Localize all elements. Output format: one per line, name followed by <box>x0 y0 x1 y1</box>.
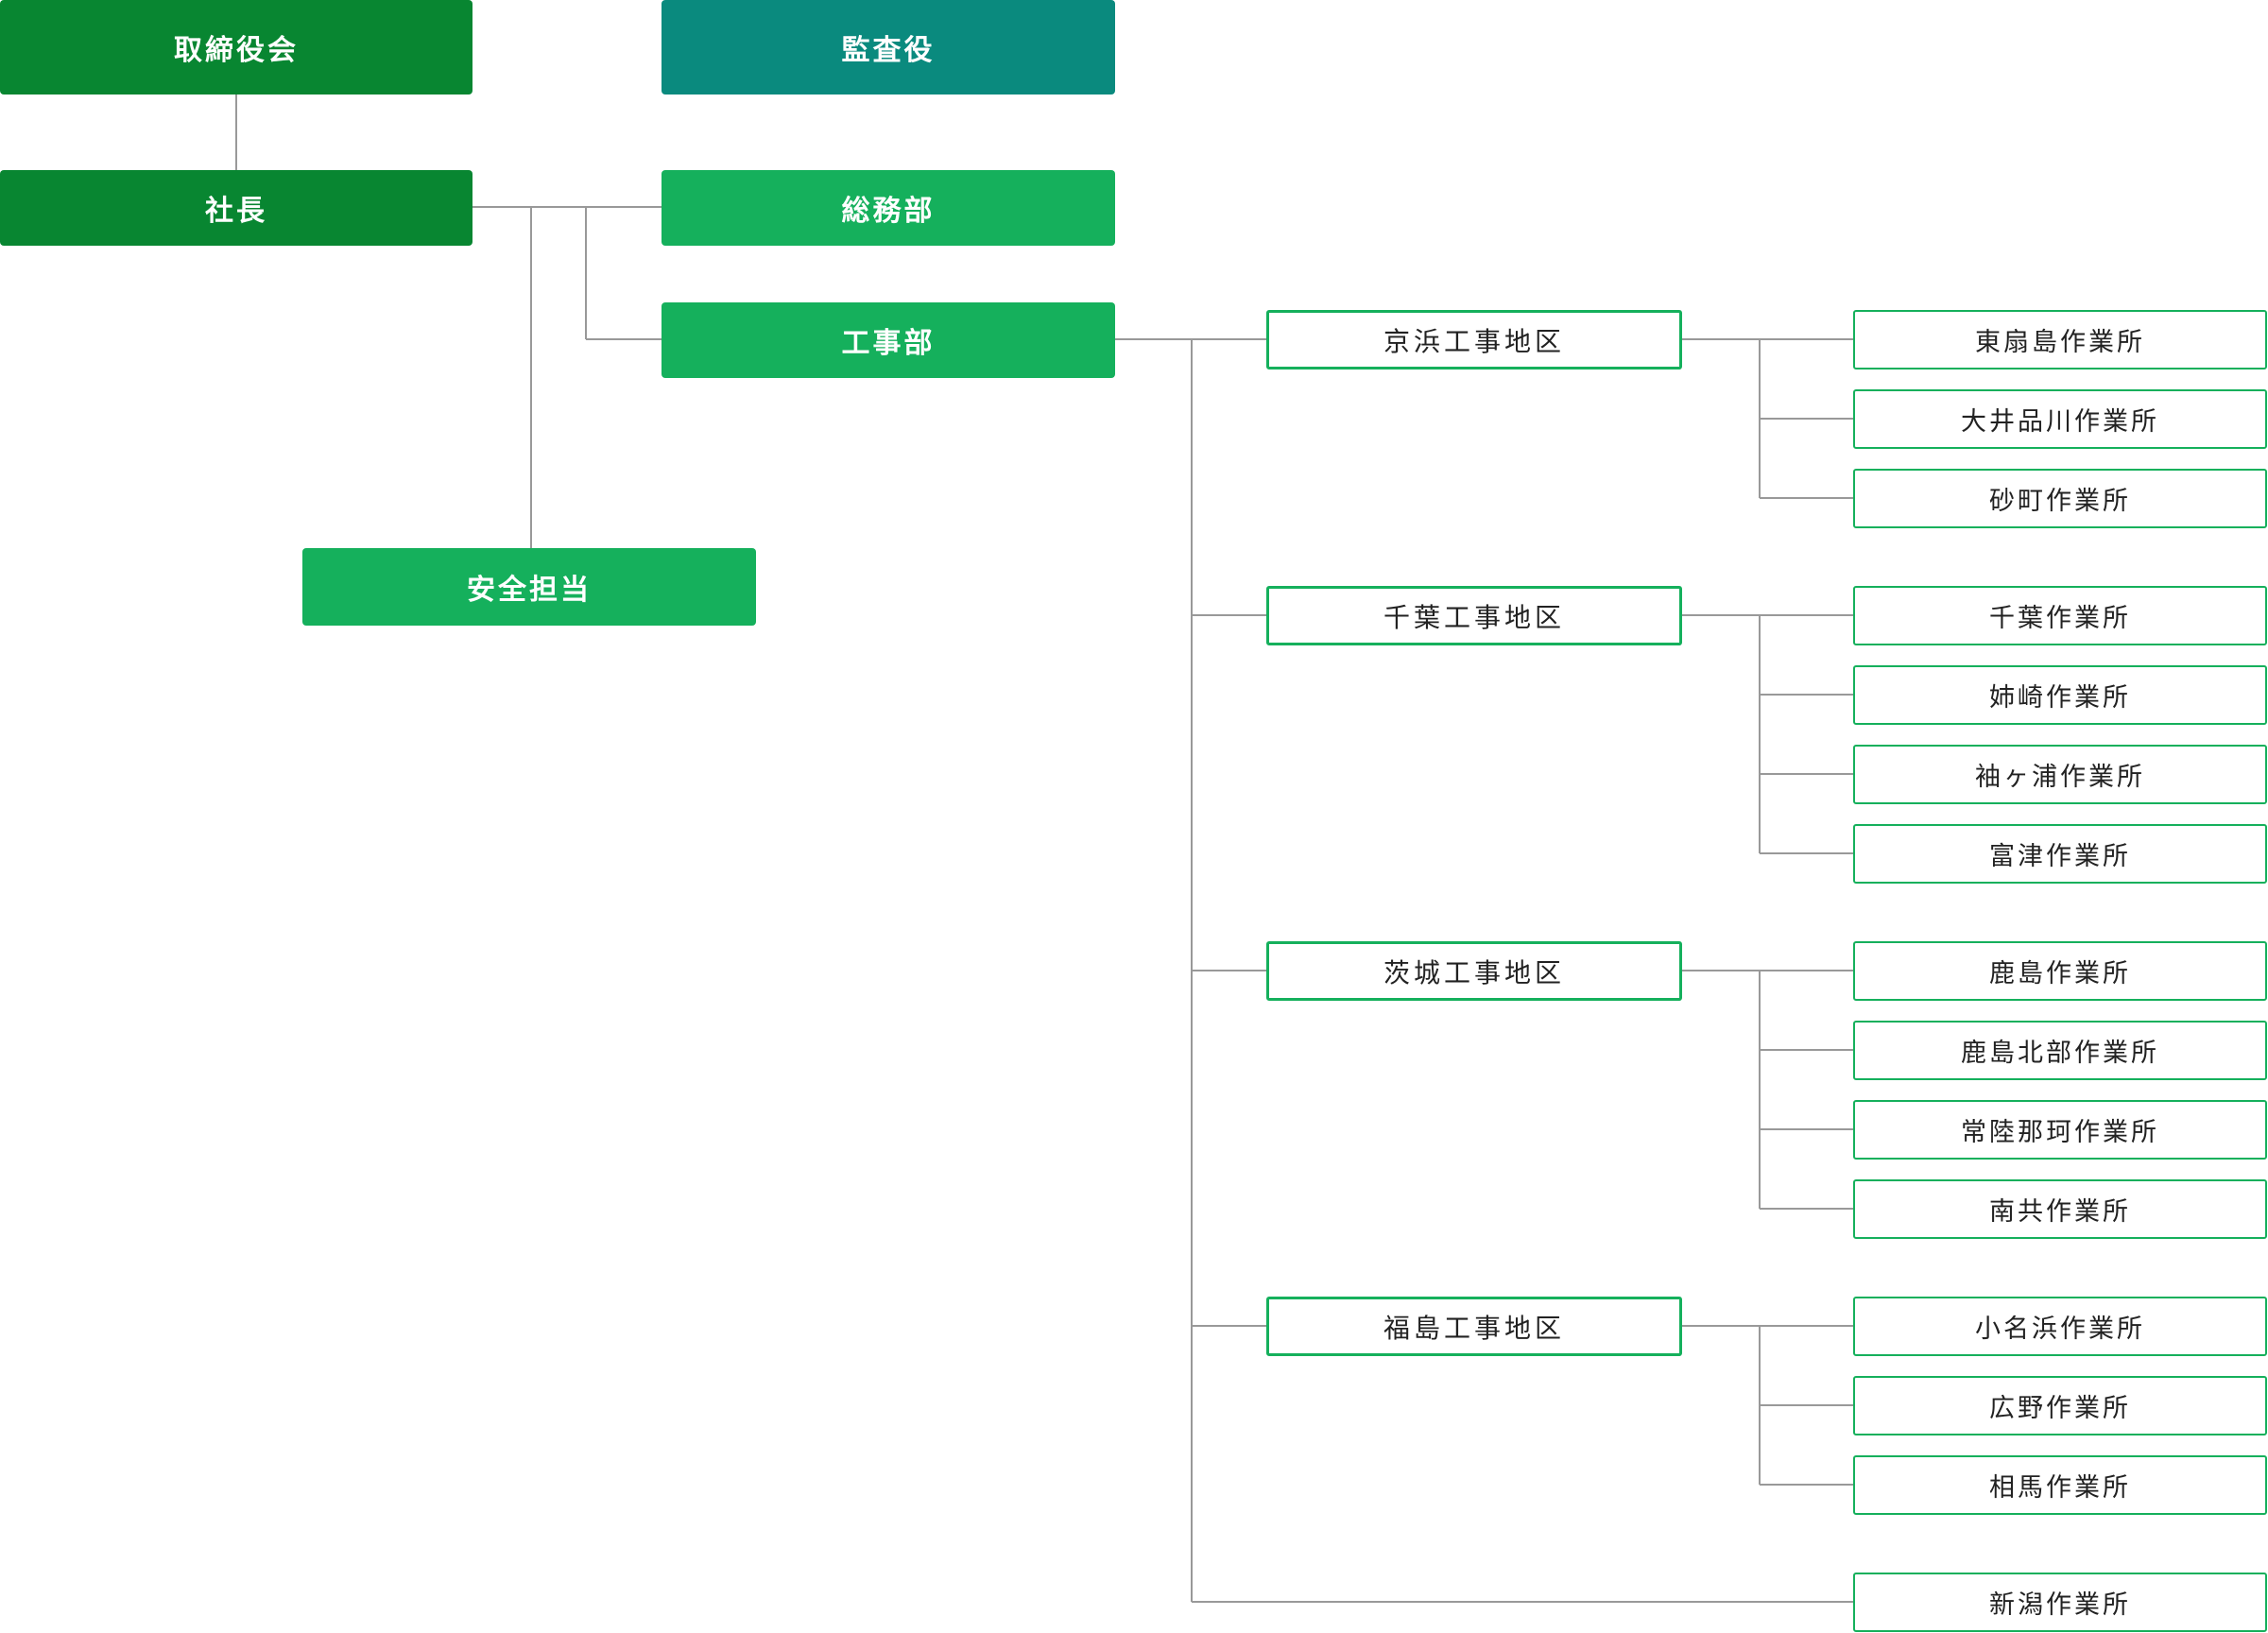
office-box: 姉崎作業所 <box>1853 665 2267 725</box>
auditor-box: 監査役 <box>662 0 1115 95</box>
office-box: 広野作業所 <box>1853 1376 2267 1435</box>
president-label: 社長 <box>205 195 267 228</box>
district-label: 京浜工事地区 <box>1383 325 1565 357</box>
office-label: 袖ヶ浦作業所 <box>1975 763 2145 792</box>
office-label: 砂町作業所 <box>1989 487 2131 516</box>
office-box: 東扇島作業所 <box>1853 310 2267 370</box>
safety-box: 安全担当 <box>302 548 756 626</box>
office-label: 相馬作業所 <box>1989 1473 2131 1503</box>
general-affairs-box: 総務部 <box>662 170 1115 246</box>
general-affairs-label: 総務部 <box>841 195 936 228</box>
office-box: 大井品川作業所 <box>1853 389 2267 449</box>
office-label: 東扇島作業所 <box>1975 328 2145 357</box>
office-box: 砂町作業所 <box>1853 469 2267 528</box>
district-chiba: 千葉工事地区 <box>1266 586 1682 645</box>
office-box: 鹿島作業所 <box>1853 941 2267 1001</box>
safety-label: 安全担当 <box>467 574 592 607</box>
office-box: 相馬作業所 <box>1853 1455 2267 1515</box>
office-box: 常陸那珂作業所 <box>1853 1100 2267 1160</box>
auditor-label: 監査役 <box>841 34 936 67</box>
office-label: 小名浜作業所 <box>1975 1315 2145 1344</box>
district-label: 福島工事地区 <box>1383 1312 1565 1344</box>
district-fukushima: 福島工事地区 <box>1266 1297 1682 1356</box>
district-keihin: 京浜工事地区 <box>1266 310 1682 370</box>
office-label: 富津作業所 <box>1989 842 2131 871</box>
office-box: 小名浜作業所 <box>1853 1297 2267 1356</box>
office-box: 南共作業所 <box>1853 1179 2267 1239</box>
office-label: 鹿島北部作業所 <box>1961 1039 2159 1068</box>
office-box: 千葉作業所 <box>1853 586 2267 645</box>
office-label: 広野作業所 <box>1989 1394 2131 1423</box>
office-label: 姉崎作業所 <box>1989 683 2131 713</box>
office-label: 鹿島作業所 <box>1989 959 2131 988</box>
construction-label: 工事部 <box>841 327 936 360</box>
office-box: 鹿島北部作業所 <box>1853 1021 2267 1080</box>
board-label: 取締役会 <box>174 34 299 67</box>
construction-box: 工事部 <box>662 302 1115 378</box>
district-ibaraki: 茨城工事地区 <box>1266 941 1682 1001</box>
office-label: 千葉作業所 <box>1989 604 2131 633</box>
office-label: 大井品川作業所 <box>1961 407 2159 437</box>
district-label: 千葉工事地区 <box>1383 601 1565 633</box>
office-box: 袖ヶ浦作業所 <box>1853 745 2267 804</box>
office-label: 新潟作業所 <box>1989 1590 2131 1620</box>
district-label: 茨城工事地区 <box>1383 956 1565 988</box>
office-box-niigata: 新潟作業所 <box>1853 1573 2267 1632</box>
board-of-directors-box: 取締役会 <box>0 0 472 95</box>
president-box: 社長 <box>0 170 472 246</box>
office-label: 常陸那珂作業所 <box>1961 1118 2159 1147</box>
office-label: 南共作業所 <box>1989 1197 2131 1227</box>
office-box: 富津作業所 <box>1853 824 2267 884</box>
